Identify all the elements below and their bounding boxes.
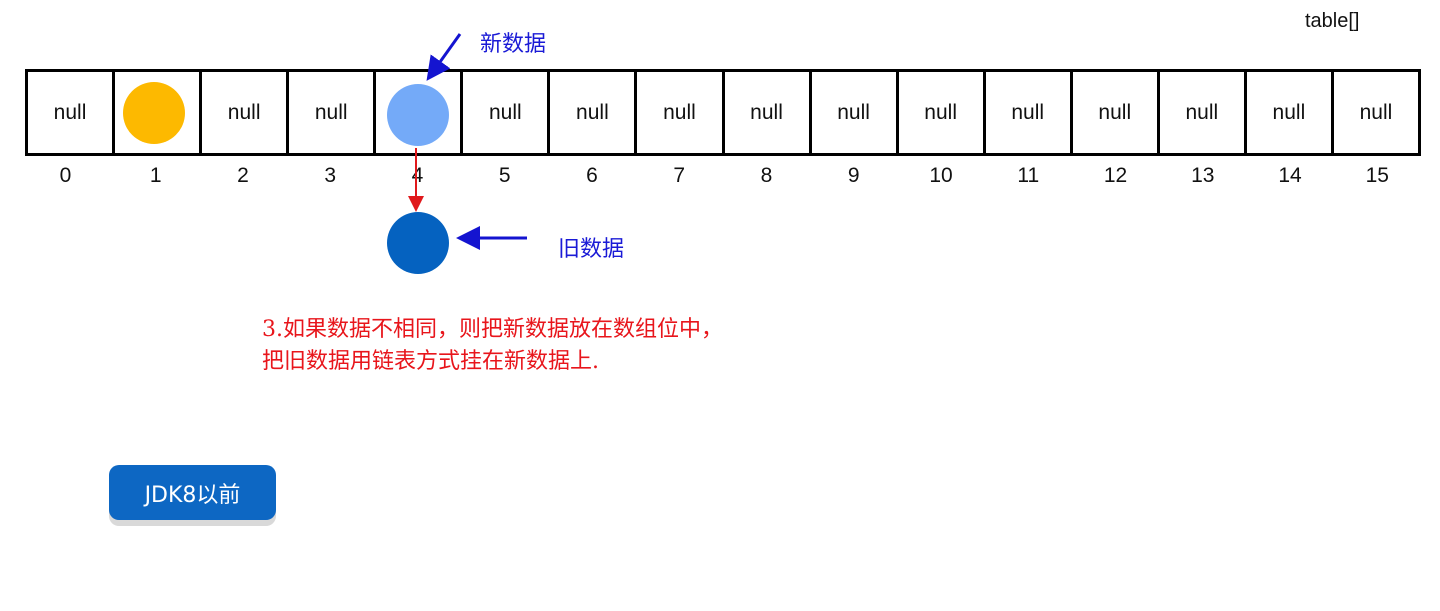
- array-index: 6: [586, 164, 598, 187]
- array-index: 14: [1278, 164, 1302, 187]
- array-cell: null: [637, 72, 725, 153]
- existing-entry-node: [123, 82, 185, 144]
- jdk8-before-button[interactable]: JDK8以前: [109, 465, 276, 520]
- array-index: 11: [1017, 164, 1040, 187]
- array-index: 1: [149, 164, 162, 187]
- array-cell: [115, 72, 203, 153]
- array-index: 13: [1191, 164, 1215, 187]
- array-index: 8: [760, 164, 773, 187]
- table-label: table[]: [1305, 10, 1360, 32]
- array-index: 7: [673, 164, 686, 187]
- array-cell: null: [899, 72, 986, 153]
- array-index: 10: [929, 164, 953, 187]
- array-index: 9: [847, 164, 860, 187]
- array-cell: null: [1160, 72, 1247, 153]
- array-index: 4: [411, 164, 424, 187]
- explanation-note: 3.如果数据不相同，则把新数据放在数组位中， 把旧数据用链表方式挂在新数据上.: [262, 314, 723, 378]
- array-index: 2: [237, 164, 249, 187]
- note-line-2: 把旧数据用链表方式挂在新数据上.: [262, 349, 599, 374]
- new-data-node: [387, 84, 449, 146]
- array-index: 3: [324, 164, 337, 187]
- new-data-label: 新数据: [480, 32, 547, 57]
- array-cell: null: [1247, 72, 1334, 153]
- array-cell: null: [463, 72, 551, 153]
- array-index: 15: [1365, 164, 1389, 187]
- old-data-node: [387, 212, 449, 274]
- array-cell: null: [28, 72, 116, 153]
- array-index: 5: [498, 164, 511, 187]
- array-cell: null: [986, 72, 1073, 153]
- array-cell: null: [1073, 72, 1160, 153]
- array-cell: null: [725, 72, 812, 153]
- array-index: 12: [1103, 164, 1128, 187]
- array-cell: [376, 72, 464, 153]
- array-cell: null: [550, 72, 638, 153]
- array-cell: null: [812, 72, 899, 153]
- array-cell: null: [289, 72, 377, 153]
- note-line-1: 3.如果数据不相同，则把新数据放在数组位中，: [262, 317, 723, 342]
- array-cell: null: [1359, 100, 1393, 124]
- array-index: 0: [59, 164, 72, 187]
- old-data-label: 旧数据: [558, 237, 625, 262]
- array-cell: null: [202, 72, 290, 153]
- new-data-arrow: [426, 33, 462, 81]
